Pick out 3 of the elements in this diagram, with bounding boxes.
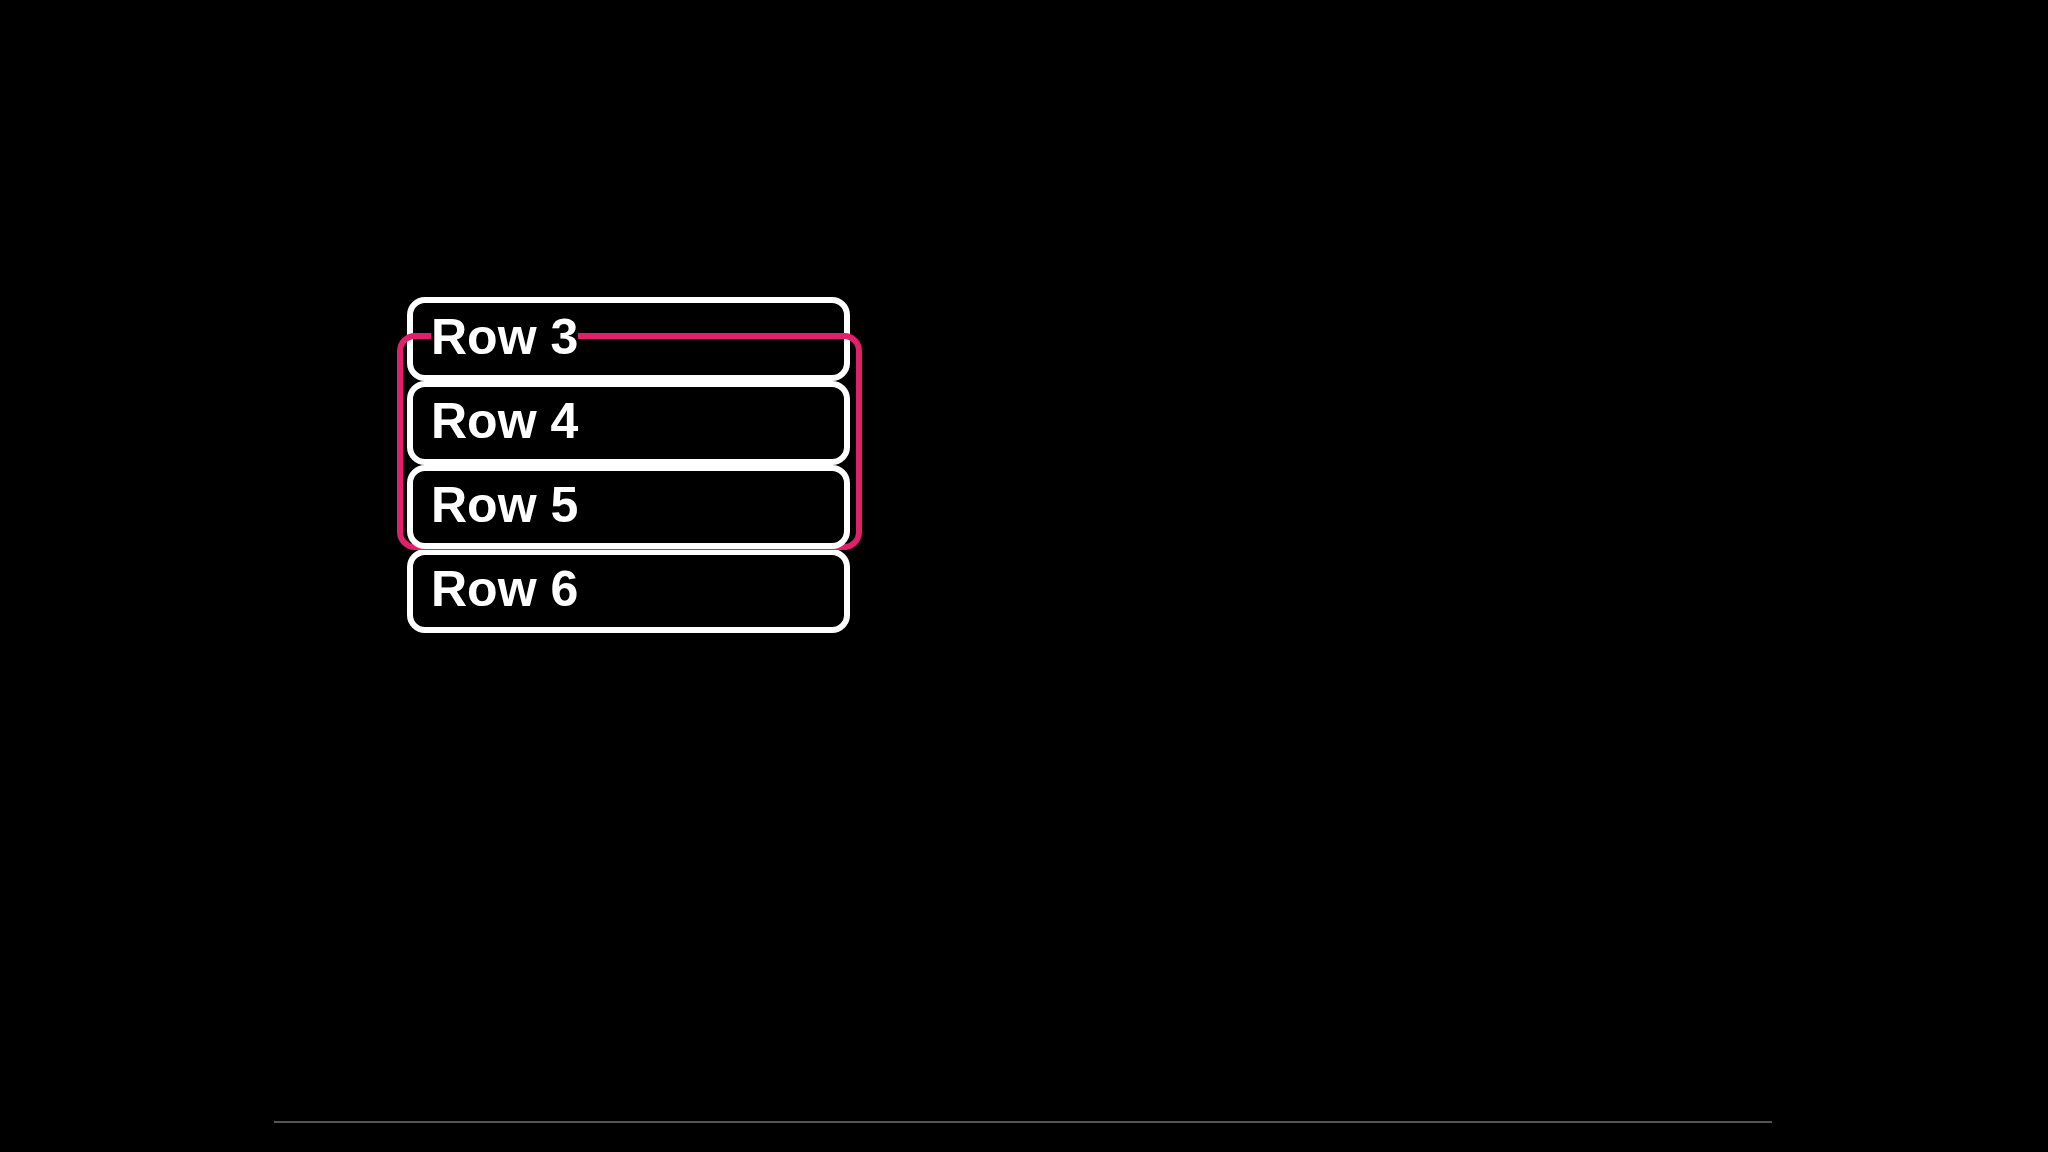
row-box: [407, 465, 850, 549]
row-box: [407, 549, 850, 633]
row-box: [407, 297, 850, 381]
